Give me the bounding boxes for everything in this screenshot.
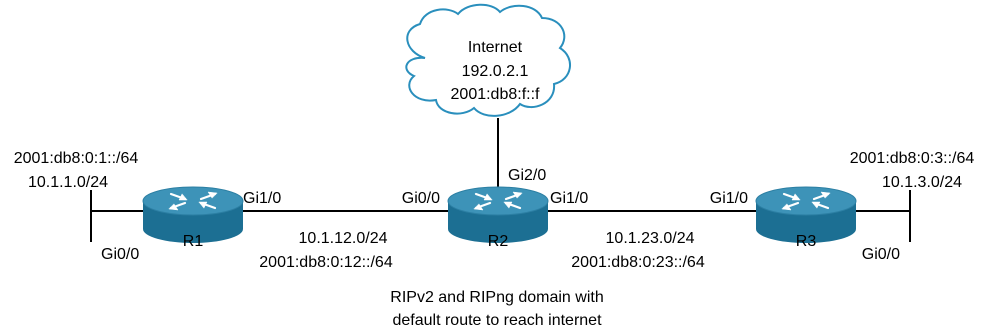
link-r1-r2-ipv6: 2001:db8:0:12::/64 <box>259 254 393 271</box>
router-r3: R3 <box>754 185 858 250</box>
router-r3-name: R3 <box>796 233 817 250</box>
r1-lan-ipv6: 2001:db8:0:1::/64 <box>14 150 139 167</box>
link-r2-r3-ipv6: 2001:db8:0:23::/64 <box>571 254 705 271</box>
link-r2-r3-ipv4: 10.1.23.0/24 <box>606 230 695 247</box>
links <box>90 118 911 242</box>
caption-line-1: RIPv2 and RIPng domain with <box>390 289 603 306</box>
internet-ipv4: 192.0.2.1 <box>462 63 529 80</box>
r3-if-gi1-0: Gi1/0 <box>710 190 748 207</box>
r3-if-gi0-0: Gi0/0 <box>862 246 900 263</box>
caption-line-2: default route to reach internet <box>392 312 602 329</box>
router-r1: R1 <box>141 185 245 250</box>
r3-lan-ipv4: 10.1.3.0/24 <box>882 174 962 191</box>
r3-lan-ipv6: 2001:db8:0:3::/64 <box>850 150 975 167</box>
r2-if-gi0-0: Gi0/0 <box>402 190 440 207</box>
r2-if-gi2-0: Gi2/0 <box>508 167 546 184</box>
router-r2-name: R2 <box>488 233 509 250</box>
internet-ipv6: 2001:db8:f::f <box>451 86 541 103</box>
internet-cloud: Internet 192.0.2.1 2001:db8:f::f <box>405 3 571 117</box>
r1-lan-ipv4: 10.1.1.0/24 <box>28 174 108 191</box>
r2-if-gi1-0: Gi1/0 <box>550 190 588 207</box>
link-r1-r2-ipv4: 10.1.12.0/24 <box>299 230 388 247</box>
router-r1-name: R1 <box>183 233 204 250</box>
router-r2: R2 <box>446 185 550 250</box>
r1-if-gi1-0: Gi1/0 <box>243 190 281 207</box>
internet-label: Internet <box>468 39 523 56</box>
r1-if-gi0-0: Gi0/0 <box>101 246 139 263</box>
